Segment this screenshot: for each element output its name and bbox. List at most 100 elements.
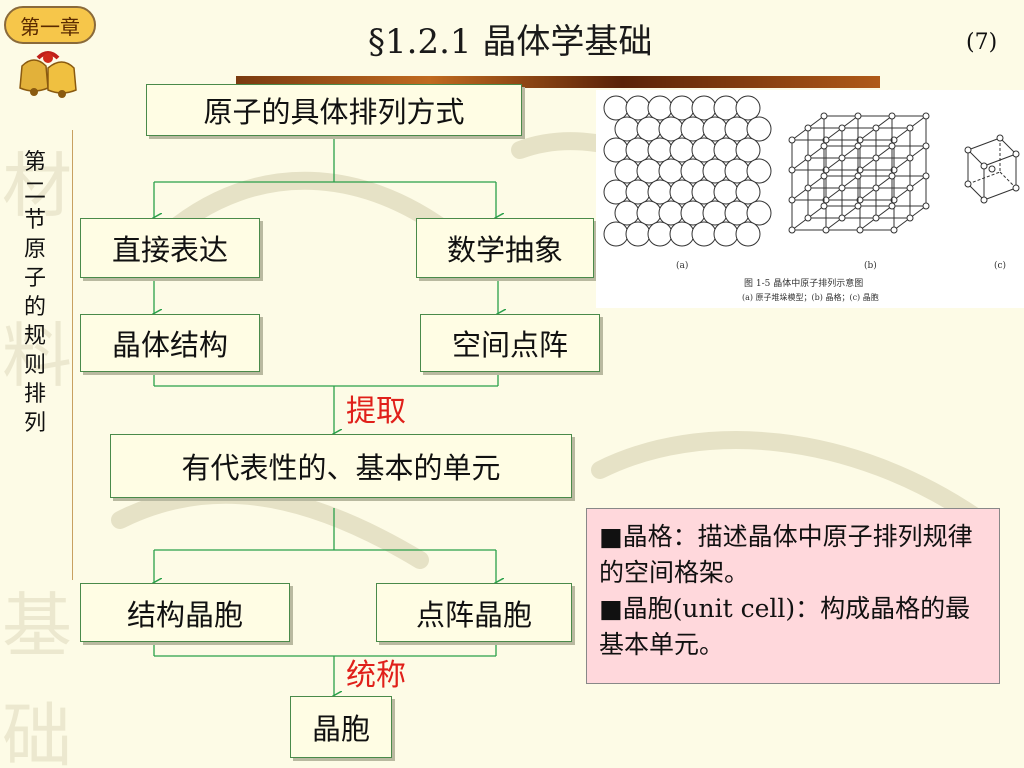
lattice-point (922, 142, 930, 150)
atom-sphere (702, 158, 728, 184)
atom-sphere (614, 200, 640, 226)
atom-sphere (735, 137, 761, 163)
atom-sphere (691, 95, 717, 121)
lattice-point (888, 142, 896, 150)
atom-sphere (625, 95, 651, 121)
unit-cell-model (964, 134, 1020, 204)
lattice-point (838, 124, 846, 132)
extract-label: 提取 (346, 394, 406, 429)
bells-icon (19, 51, 77, 98)
atom-sphere (647, 179, 673, 205)
structure-cell-box: 结构晶胞 (80, 583, 290, 642)
lattice-point (788, 166, 796, 174)
lattice-definition: ■晶格：描述晶体中原子排列规律的空间格架。 (599, 522, 973, 587)
basic-unit-box: 有代表性的、基本的单元 (110, 434, 572, 498)
lattice-point (804, 124, 812, 132)
atom-sphere (669, 221, 695, 247)
atom-sphere (636, 200, 662, 226)
lattice-point (838, 214, 846, 222)
lattice-point (906, 214, 914, 222)
atom-sphere (614, 116, 640, 142)
math-abstraction-box: 数学抽象 (416, 218, 594, 278)
lattice-point (822, 226, 830, 234)
atom-sphere (614, 158, 640, 184)
unit-cell-definition: ■晶胞(unit cell)：构成晶格的最基本单元。 (599, 594, 971, 659)
atom-sphere (669, 137, 695, 163)
atom-sphere (669, 179, 695, 205)
atom-sphere (702, 200, 728, 226)
lattice-point (888, 112, 896, 120)
lattice-point (838, 154, 846, 162)
lattice-point (788, 196, 796, 204)
combined-label: 统称 (346, 658, 406, 693)
atom-packing-model (603, 95, 772, 247)
atom-sphere (658, 116, 684, 142)
crystal-figure: (a) (b) (c) 图 1-5 晶体中原子排列示意图 (a) 原子堆垛模型；… (596, 90, 1024, 308)
space-lattice-box: 空间点阵 (420, 314, 600, 372)
atom-sphere (724, 116, 750, 142)
atom-sphere (735, 179, 761, 205)
lattice-cell-box: 点阵晶胞 (376, 583, 572, 642)
chapter-badge[interactable]: 第一章 (4, 6, 96, 44)
lattice-point (906, 124, 914, 132)
figure-caption: 图 1-5 晶体中原子排列示意图 (744, 277, 863, 289)
atom-sphere (636, 158, 662, 184)
atom-sphere (691, 221, 717, 247)
atom-sphere (713, 179, 739, 205)
lattice-point (804, 214, 812, 222)
atom-sphere (647, 221, 673, 247)
atom-sphere (603, 95, 629, 121)
crystal-figure-graphic: (a) (b) (c) 图 1-5 晶体中原子排列示意图 (a) 原子堆垛模型；… (603, 95, 1020, 302)
lattice-point (820, 142, 828, 150)
atom-sphere (647, 95, 673, 121)
lattice-point (922, 112, 930, 120)
lattice-point (854, 112, 862, 120)
lattice-point (888, 202, 896, 210)
lattice-point (888, 172, 896, 180)
atom-sphere (724, 200, 750, 226)
lattice-point (872, 154, 880, 162)
lattice-point (788, 136, 796, 144)
lattice-point (854, 202, 862, 210)
atom-sphere (658, 158, 684, 184)
page-number: (7) (966, 30, 998, 55)
page-title: §1.2.1 晶体学基础 (368, 22, 653, 62)
lattice-point (804, 184, 812, 192)
lattice-point (788, 226, 796, 234)
lattice-point (922, 202, 930, 210)
atom-sphere (680, 116, 706, 142)
unit-cell-box: 晶胞 (290, 696, 392, 758)
lattice-point (854, 172, 862, 180)
atom-sphere (691, 179, 717, 205)
atom-sphere (625, 137, 651, 163)
atom-sphere (658, 200, 684, 226)
atom-sphere (625, 179, 651, 205)
lattice-point (856, 226, 864, 234)
atom-sphere (746, 158, 772, 184)
atom-sphere (680, 158, 706, 184)
atom-sphere (603, 179, 629, 205)
atom-sphere (724, 158, 750, 184)
lattice-point (854, 142, 862, 150)
lattice-point (872, 184, 880, 192)
crystal-structure-box: 晶体结构 (80, 314, 260, 372)
lattice-point (890, 226, 898, 234)
atom-sphere (713, 95, 739, 121)
side-section-label: 第二节 原子的规则排列 (23, 150, 46, 436)
lattice-point (838, 184, 846, 192)
side-divider (72, 130, 73, 580)
atom-sphere (691, 137, 717, 163)
atom-sphere (713, 221, 739, 247)
atom-sphere (636, 116, 662, 142)
atom-sphere (647, 137, 673, 163)
lattice-point (922, 172, 930, 180)
atom-sphere (735, 221, 761, 247)
figure-subcaption: (a) 原子堆垛模型；(b) 晶格；(c) 晶胞 (742, 292, 879, 302)
atom-sphere (735, 95, 761, 121)
atom-sphere (713, 137, 739, 163)
lattice-point (872, 214, 880, 222)
figure-label-b: (b) (864, 260, 877, 271)
lattice-point (804, 154, 812, 162)
lattice-point (906, 184, 914, 192)
